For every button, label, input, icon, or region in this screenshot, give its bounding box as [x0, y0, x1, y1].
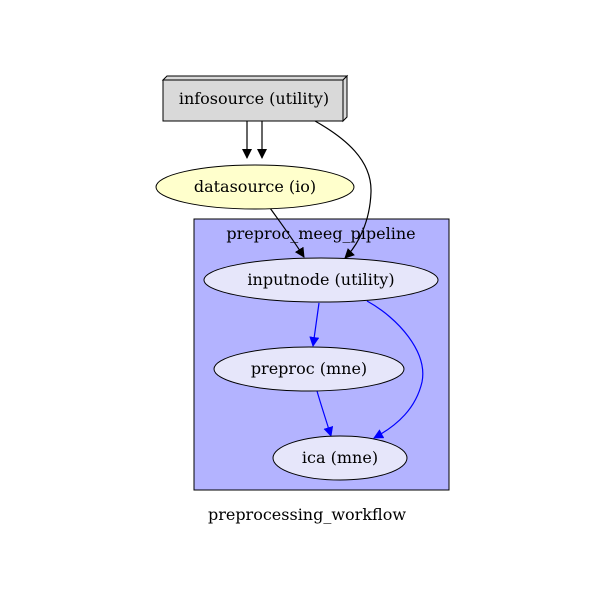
edge-inputnode-ica — [366, 300, 424, 439]
node-infosource: infosource (utility) — [161, 74, 349, 123]
cluster-label: preproc_meeg_pipeline — [226, 224, 415, 243]
node-preproc-label: preproc (mne) — [251, 359, 367, 378]
node-inputnode: inputnode (utility) — [203, 257, 439, 303]
node-infosource-label: infosource (utility) — [179, 89, 329, 108]
edge-preproc-ica — [316, 390, 334, 437]
node-datasource-label: datasource (io) — [194, 177, 316, 196]
node-preproc: preproc (mne) — [213, 346, 405, 392]
edge-infosource-inputnode — [314, 120, 372, 259]
graph-caption: preprocessing_workflow — [208, 505, 406, 524]
node-ica: ica (mne) — [272, 435, 408, 481]
edge-datasource-inputnode — [269, 207, 305, 258]
node-inputnode-label: inputnode (utility) — [247, 270, 394, 289]
node-ica-label: ica (mne) — [302, 448, 378, 467]
node-datasource: datasource (io) — [155, 164, 355, 210]
edge-inputnode-preproc — [309, 302, 320, 347]
